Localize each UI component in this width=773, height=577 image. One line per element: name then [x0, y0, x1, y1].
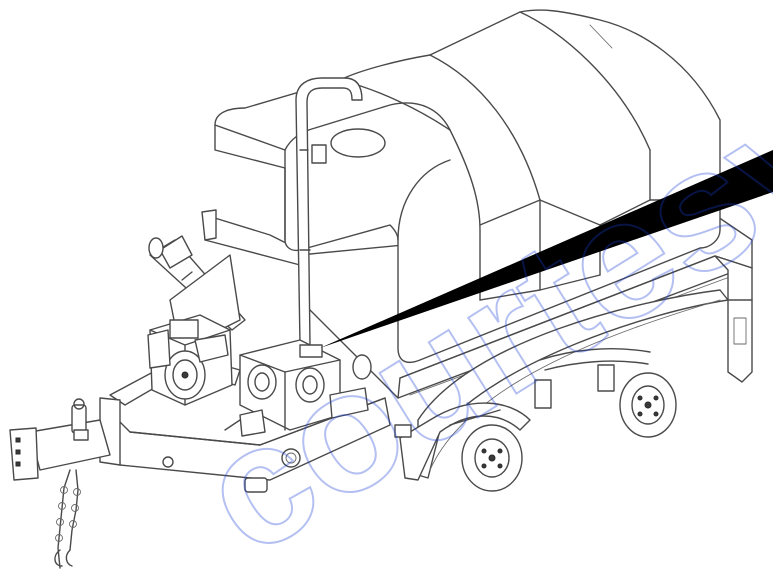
pump	[224, 339, 372, 437]
front-fender-wheel	[399, 402, 531, 492]
engine	[147, 314, 233, 406]
suspension	[394, 348, 651, 438]
rear-fender-wheel	[417, 289, 729, 479]
water-tank	[201, 9, 721, 364]
coupler-assembly	[9, 398, 111, 569]
callout-pointer	[320, 150, 773, 348]
grab-handle	[295, 77, 363, 346]
